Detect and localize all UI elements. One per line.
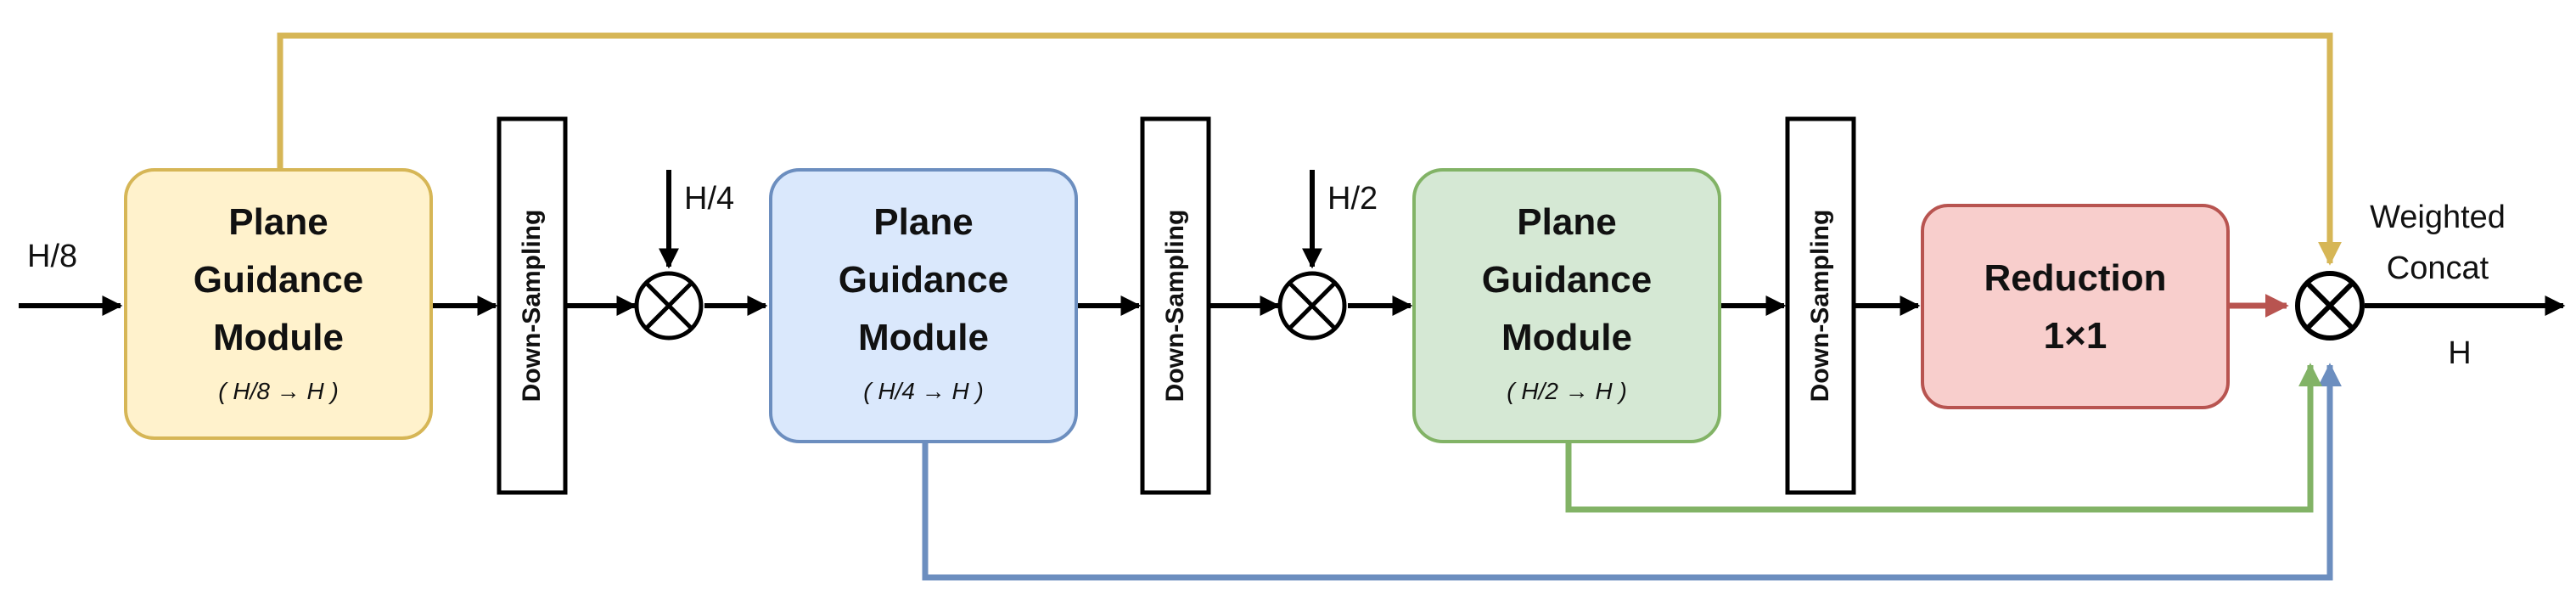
weighted-concat-node (2295, 271, 2365, 341)
module-3-line1: Plane (1517, 201, 1616, 243)
module-1-scale: ( H/8 → H ) (218, 378, 339, 404)
down-sampling-2-label: Down-Sampling (1161, 210, 1189, 403)
down-sampling-1: Down-Sampling (497, 116, 568, 495)
module-1-line2: Guidance (194, 259, 364, 301)
module-3-scale: ( H/2 → H ) (1507, 378, 1627, 404)
plane-guidance-module-3: Plane Guidance Module ( H/2 → H ) (1412, 168, 1721, 443)
module-3-line3: Module (1501, 317, 1632, 358)
module-1-line1: Plane (228, 201, 328, 243)
module-1-line3: Module (213, 317, 344, 358)
plane-guidance-module-2: Plane Guidance Module ( H/4 → H ) (769, 168, 1078, 443)
skip-connection-yellow (277, 32, 2342, 266)
module-2-line2: Guidance (839, 259, 1009, 301)
reduction-label: Reduction (1984, 257, 2166, 299)
down-sampling-3-label: Down-Sampling (1806, 210, 1834, 403)
reduction-kernel: 1×1 (2044, 315, 2107, 357)
output-result-label: H (2448, 335, 2471, 371)
reduction-block: Reduction 1×1 (1921, 204, 2230, 409)
module-3-line2: Guidance (1482, 259, 1653, 301)
down-sampling-1-label: Down-Sampling (518, 210, 546, 403)
down-sampling-3: Down-Sampling (1785, 116, 1856, 495)
module-2-scale: ( H/4 → H ) (863, 378, 984, 404)
output-label-weighted: Weighted (2370, 200, 2506, 235)
output-label-concat: Concat (2387, 251, 2489, 286)
plane-guidance-module-1: Plane Guidance Module ( H/8 → H ) (124, 168, 433, 440)
module-2-line1: Plane (873, 201, 973, 243)
multiply-node-1 (634, 271, 704, 341)
down-sampling-2: Down-Sampling (1140, 116, 1211, 495)
input-label-h2: H/2 (1327, 181, 1378, 217)
input-label-main: H/8 (27, 239, 77, 274)
skip-connection-green (1565, 363, 2322, 513)
input-label-h4: H/4 (684, 181, 734, 217)
module-2-line3: Module (858, 317, 989, 358)
skip-connection-blue (922, 363, 2342, 581)
multiply-node-2 (1277, 271, 1347, 341)
